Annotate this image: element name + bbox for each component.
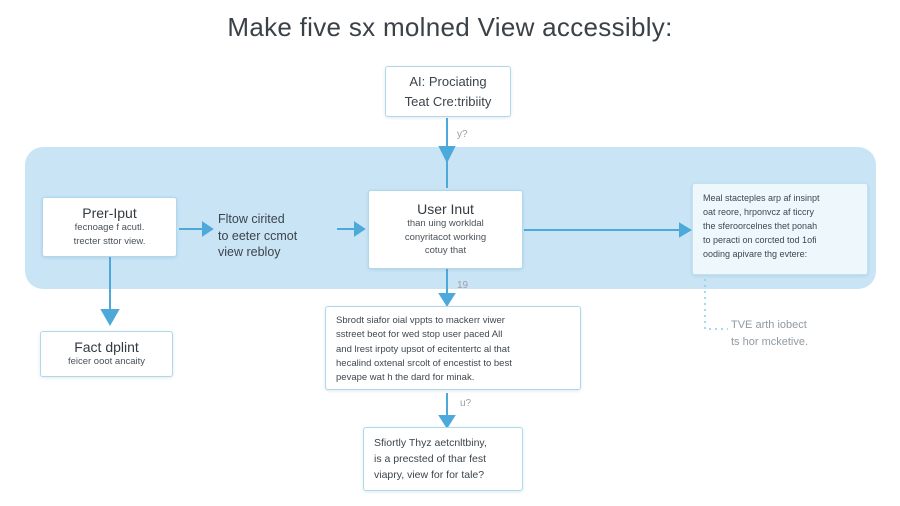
note-line: to eeter ccmot — [218, 228, 298, 243]
arrow-label-low: u? — [460, 398, 472, 409]
note-line: view rebloy — [218, 245, 281, 259]
node-line: ooding apivare thg evtere: — [703, 248, 808, 259]
node-line: conyritacot working — [404, 231, 487, 243]
node-line: than uing workldal — [407, 217, 484, 229]
arrow-left-to-fact-head — [100, 309, 120, 327]
node-user-input: User Inut than uing workldal conyritacot… — [368, 190, 523, 269]
note-line: Fltow cirited — [218, 212, 285, 226]
node-line: to peracti on corcted tod 1ofi — [703, 234, 817, 245]
node-line: viapry, view for for tale? — [374, 468, 485, 481]
node-line: sstreet beot for wed stop user paced All — [336, 329, 503, 341]
node-line: Sbrodt siafor oial vppts to mackerr viwe… — [336, 315, 505, 326]
node-title: User Inut — [417, 200, 474, 217]
node-line: fecnoage f acutl. — [74, 222, 145, 234]
node-line: is a precsted of thar fest — [374, 452, 487, 465]
node-line: feicer ooot ancaity — [67, 356, 146, 368]
arrow-top-to-user-head — [438, 146, 456, 164]
node-line: hecalind oxtenal srcolt of encestist to … — [336, 357, 512, 369]
node-line: the sferoorcelnes thet ponah — [703, 220, 818, 231]
diagram-title: Make five sx molned View accessibly: — [227, 12, 673, 42]
arrow-user-to-detail-head — [438, 293, 456, 307]
note-flow-label: Fltow cirited to eeter ccmot view rebloy — [218, 211, 297, 261]
node-title: Prer-Iput — [82, 205, 137, 222]
annotation-line: ts hor mcketive. — [731, 335, 809, 348]
node-line: AI: Prociating — [409, 74, 487, 89]
arrow-label-top: y? — [457, 129, 468, 140]
node-fact-point: Fact dplint feicer ooot ancaity — [40, 331, 173, 377]
arrow-left-to-note-head — [202, 221, 214, 237]
node-detail-paragraph: Sbrodt siafor oial vppts to mackerr viwe… — [325, 306, 581, 390]
node-line: oat reore, hrponvcz af ticcry — [703, 206, 815, 217]
node-line: cotuy that — [424, 245, 467, 257]
node-line: Sfiortly Thyz aetcnltbiny, — [374, 437, 487, 449]
annotation-line: TVE arth iobect — [731, 319, 807, 331]
arrow-label-mid: 19 — [457, 280, 469, 291]
node-ai-processing: AI: Prociating Teat Cre:tribiity — [385, 66, 511, 117]
node-meal-staples: Meal stacteples arp af insinpt oat reore… — [692, 183, 868, 275]
node-pre-input: Prer-Iput fecnoage f acutl. trecter stto… — [42, 197, 177, 257]
node-summary-question: Sfiortly Thyz aetcnltbiny, is a precsted… — [363, 427, 523, 491]
node-line: trecter sttor view. — [73, 236, 146, 247]
dashed-connector — [704, 273, 728, 330]
arrow-note-to-user-head — [354, 221, 366, 237]
node-line: and lrest irpoty upsot of ecitentertc al… — [336, 343, 510, 355]
node-line: Meal stacteples arp af insinpt — [703, 193, 820, 203]
annotation-side-note: TVE arth iobect ts hor mcketive. — [731, 317, 808, 350]
node-line: pevape wat h the dard for minak. — [336, 372, 475, 383]
arrow-user-to-right-head — [679, 222, 692, 238]
arrow-detail-to-bottom-head — [438, 415, 456, 429]
node-title: Fact dplint — [74, 339, 139, 356]
node-line: Teat Cre:tribiity — [404, 93, 492, 109]
